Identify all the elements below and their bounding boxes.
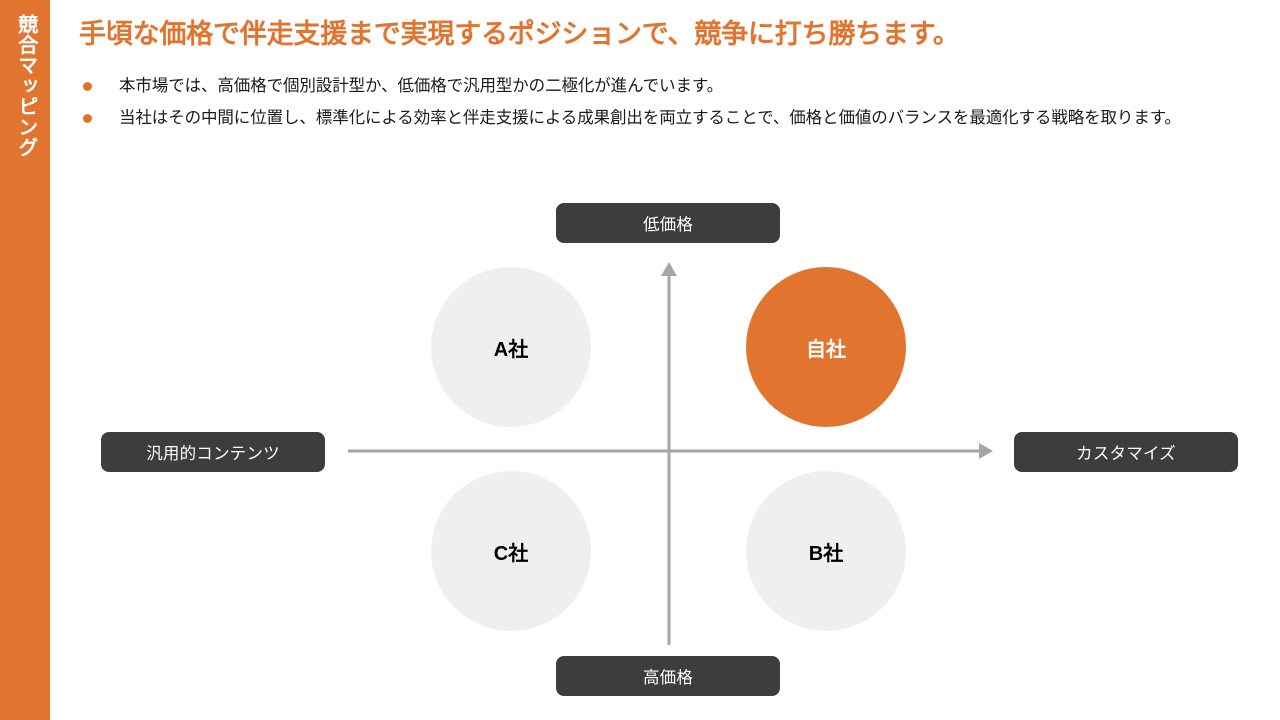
list-item-text: 本市場では、高価格で個別設計型か、低価格で汎用型かの二極化が進んでいます。 <box>119 77 723 95</box>
axis-label-bottom: 高価格 <box>556 656 780 696</box>
bubble-company-a: A社 <box>431 267 591 427</box>
axis-label-left: 汎用的コンテンツ <box>101 432 325 472</box>
section-tab: 競合マッピング <box>0 0 50 720</box>
page-title: 手頃な価格で伴走支援まで実現するポジションで、競争に打ち勝ちます。 <box>79 19 960 49</box>
bullet-dot-icon <box>83 114 92 124</box>
axis-label-right: カスタマイズ <box>1014 432 1238 472</box>
axis-label-top: 低価格 <box>556 203 780 243</box>
bubble-company-c: C社 <box>431 471 591 631</box>
bullet-dot-icon <box>83 82 92 91</box>
section-tab-label: 競合マッピング <box>14 14 37 158</box>
list-item-text: 当社はその中間に位置し、標準化による効率と伴走支援による成果創出を両立することで… <box>119 109 1181 128</box>
list-item: 当社はその中間に位置し、標準化による効率と伴走支援による成果創出を両立することで… <box>79 106 1239 131</box>
bullet-list: 本市場では、高価格で個別設計型か、低価格で汎用型かの二極化が進んでいます。 当社… <box>79 74 1239 138</box>
bubble-company-b: B社 <box>746 471 906 631</box>
list-item: 本市場では、高価格で個別設計型か、低価格で汎用型かの二極化が進んでいます。 <box>79 74 1239 99</box>
axis-lines <box>348 262 993 645</box>
bubble-own-company: 自社 <box>746 267 906 427</box>
